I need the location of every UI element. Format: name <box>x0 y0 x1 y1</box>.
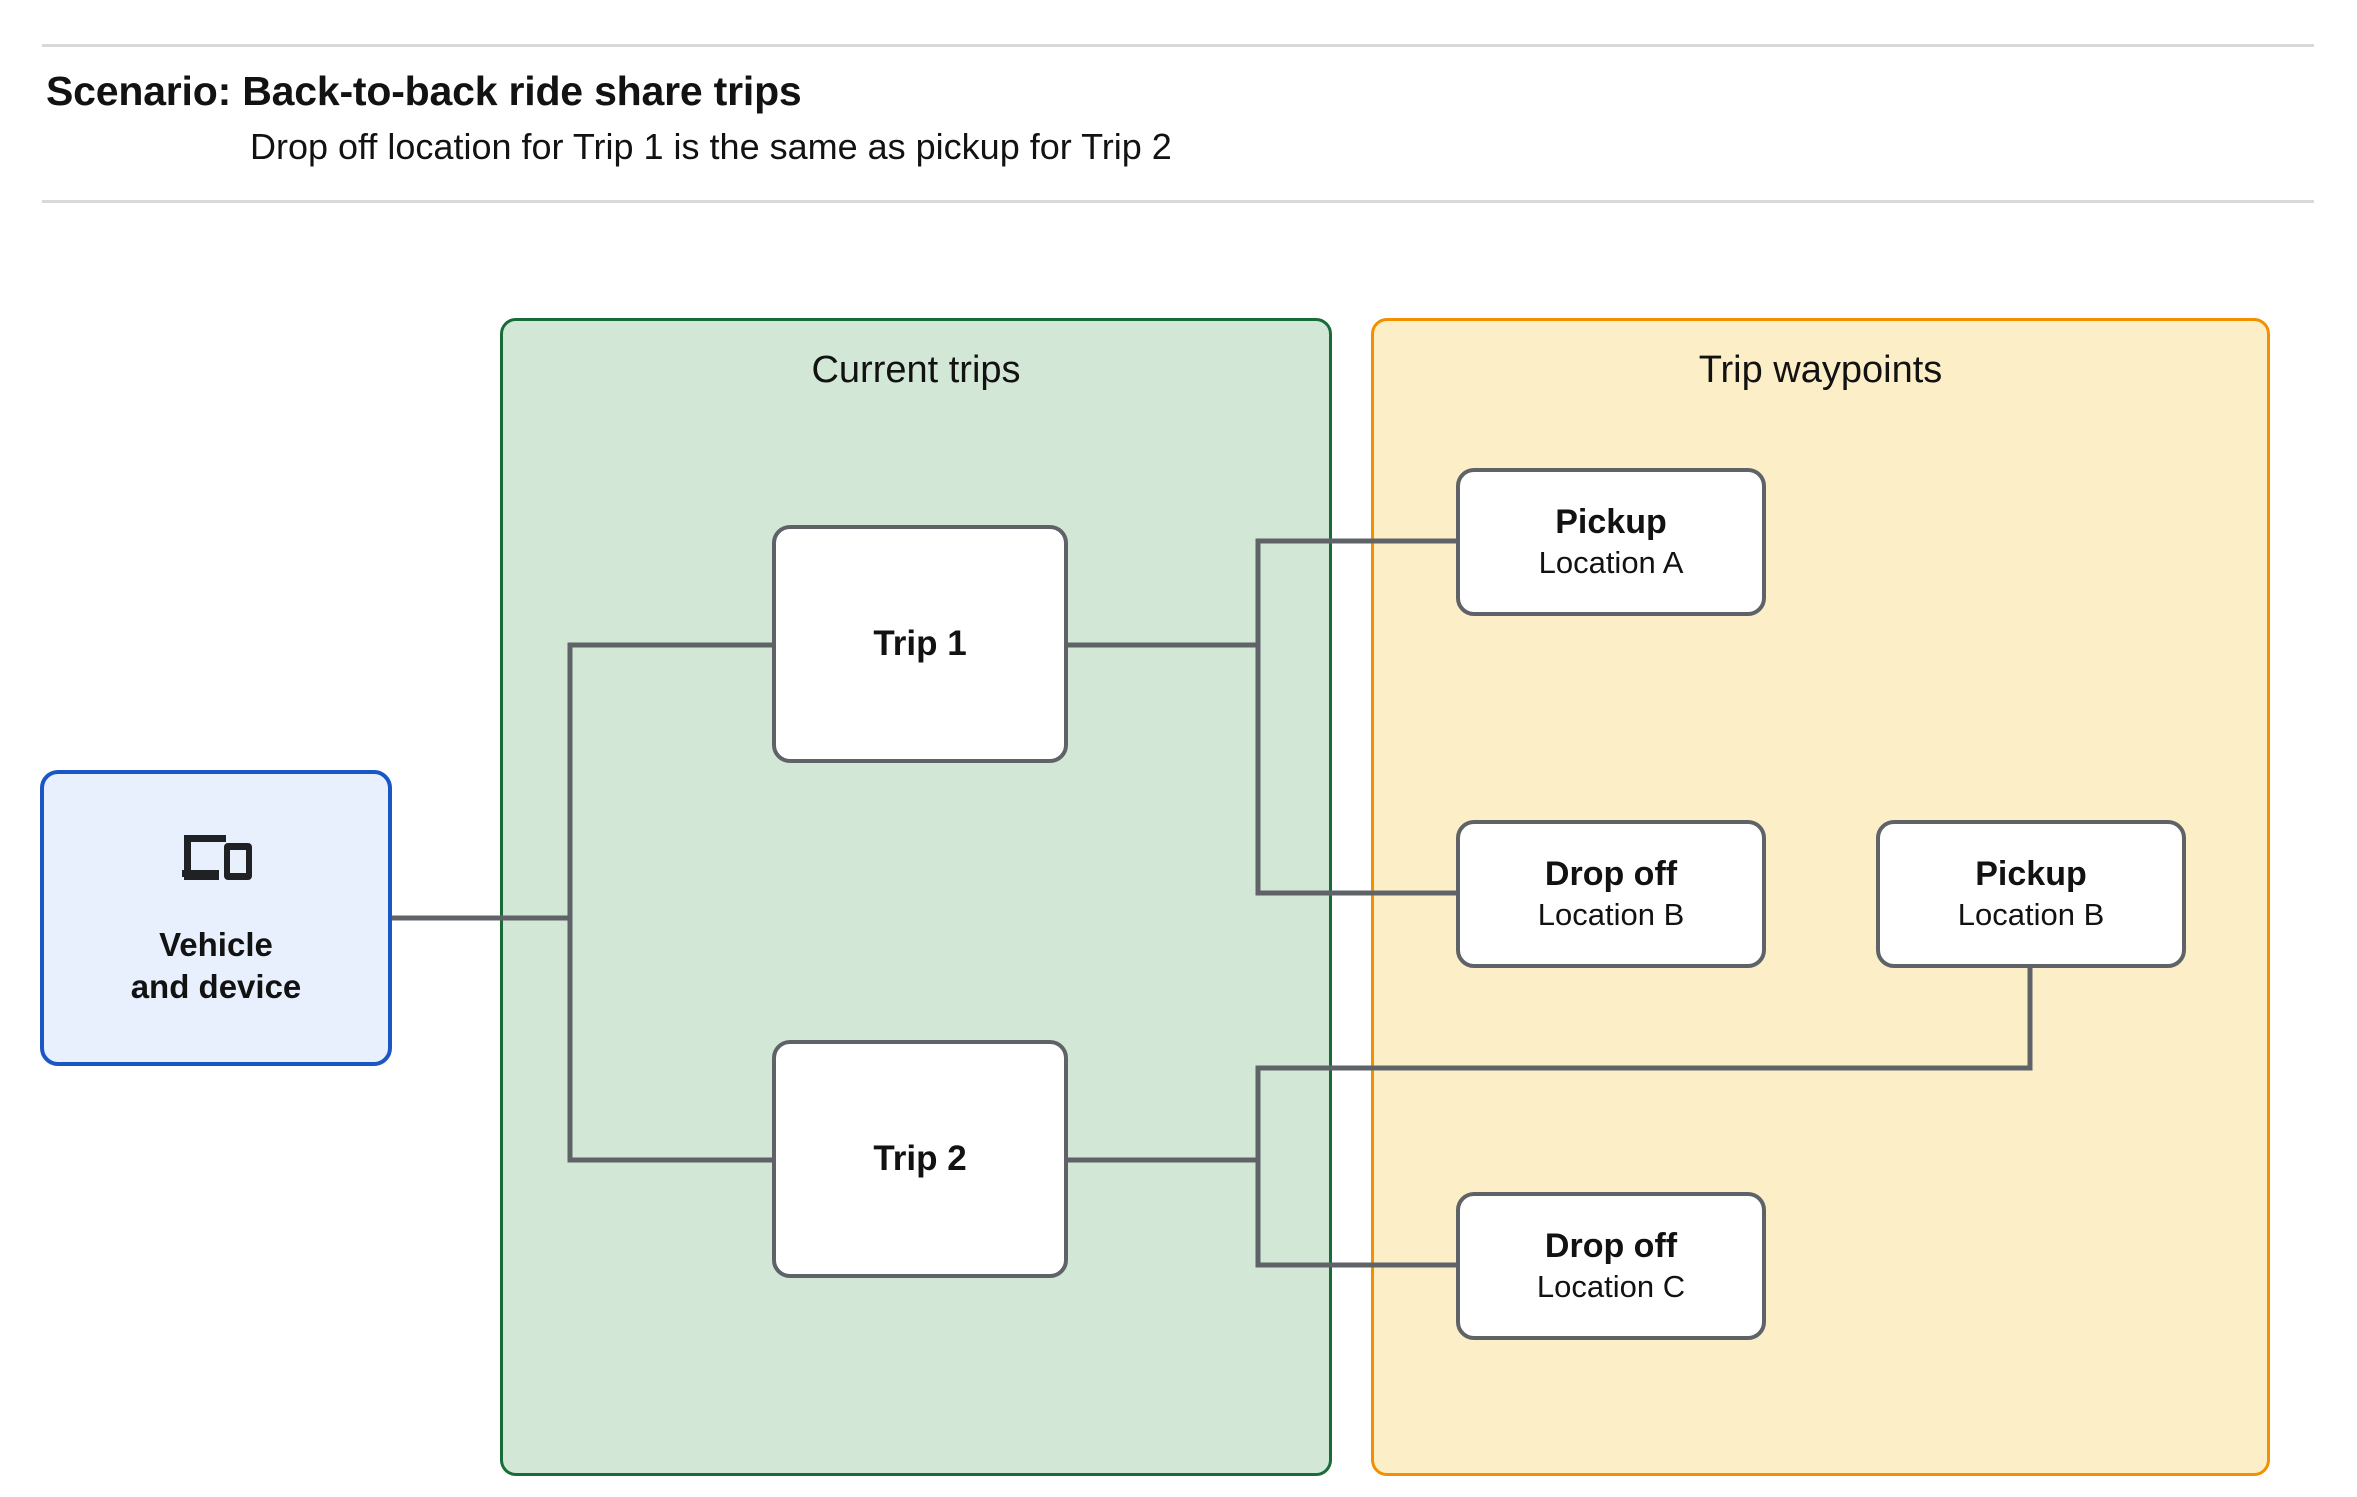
waypoint-location-label: Location A <box>1538 545 1684 581</box>
vehicle-label-line2: and device <box>130 967 302 1005</box>
waypoint-pickup-location-b[interactable]: Pickup Location B <box>1876 820 2186 968</box>
group-trip-waypoints-label: Trip waypoints <box>1698 349 1943 391</box>
waypoint-location-label: Location C <box>1536 1269 1686 1305</box>
group-current-trips-label: Current trips <box>811 349 1021 391</box>
group-current-trips: Current trips <box>500 318 1332 1476</box>
waypoint-type-label: Drop off <box>1544 855 1678 894</box>
page-title: Scenario: Back-to-back ride share trips <box>46 68 802 114</box>
vehicle-and-device-node[interactable]: Vehicle and device <box>40 770 392 1066</box>
trip-2-node[interactable]: Trip 2 <box>772 1040 1068 1278</box>
waypoint-type-label: Pickup <box>1975 855 2087 894</box>
waypoint-type-label: Pickup <box>1555 503 1667 542</box>
vehicle-node-label: Vehicle and device <box>131 924 302 1007</box>
waypoint-dropoff-location-b[interactable]: Drop off Location B <box>1456 820 1766 968</box>
waypoint-type-label: Drop off <box>1544 1227 1678 1266</box>
trip-1-node[interactable]: Trip 1 <box>772 525 1068 763</box>
page-subtitle: Drop off location for Trip 1 is the same… <box>250 126 1172 167</box>
waypoint-pickup-location-a[interactable]: Pickup Location A <box>1456 468 1766 616</box>
header-divider-bottom <box>42 200 2314 203</box>
trip-1-label: Trip 1 <box>873 624 967 664</box>
waypoint-dropoff-location-c[interactable]: Drop off Location C <box>1456 1192 1766 1340</box>
vehicle-label-line1: Vehicle <box>159 926 273 964</box>
waypoint-location-label: Location B <box>1957 897 2105 933</box>
header-divider-top <box>42 44 2314 47</box>
devices-icon <box>180 829 252 890</box>
waypoint-location-label: Location B <box>1537 897 1685 933</box>
trip-2-label: Trip 2 <box>873 1139 967 1179</box>
